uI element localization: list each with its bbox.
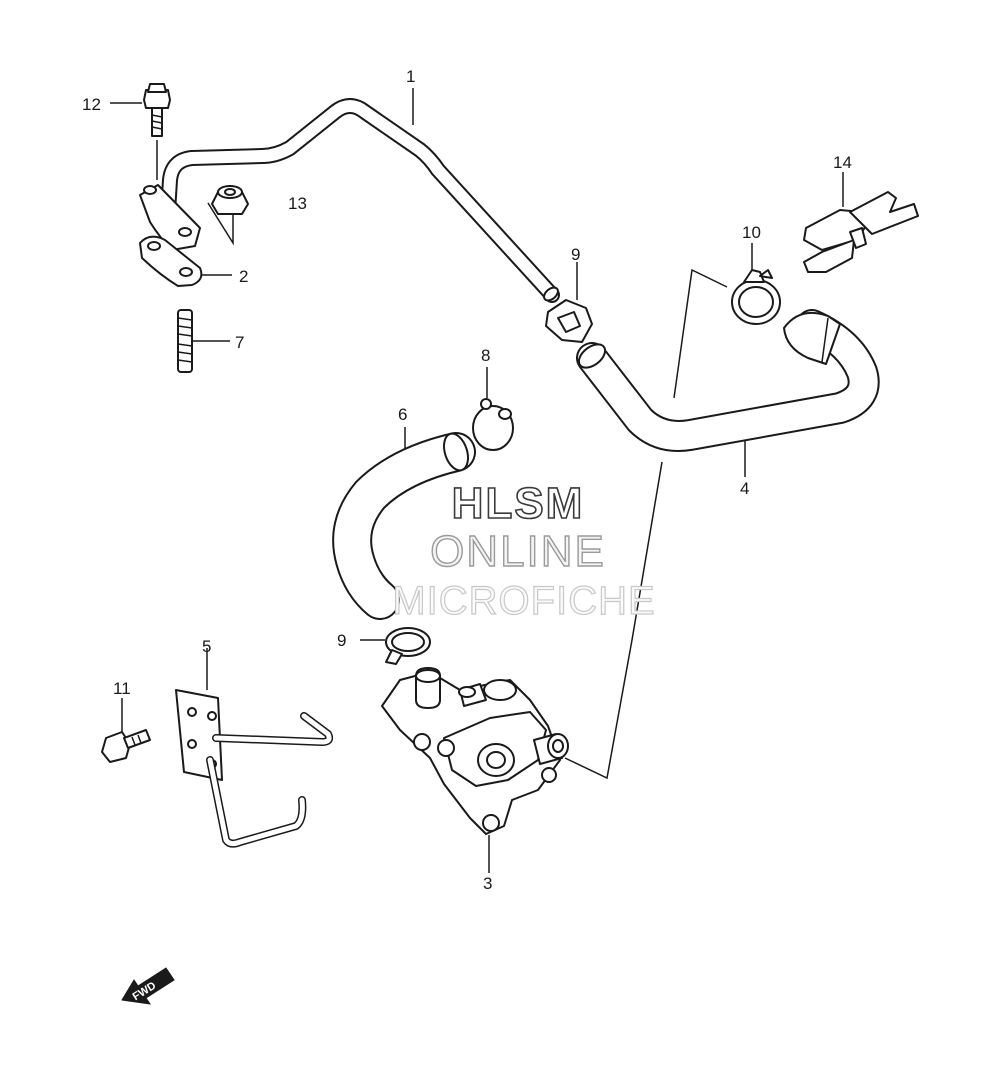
callout-10: 10 [742, 223, 761, 242]
fwd-direction-arrow: FWD [121, 967, 175, 1005]
callout-14: 14 [833, 153, 852, 172]
nut-part-13 [211, 185, 249, 215]
clamp-part-10 [731, 269, 781, 325]
bolt-part-12 [143, 83, 171, 180]
hose-part-6 [332, 432, 476, 620]
callout-12: 12 [82, 95, 101, 114]
callout-13: 13 [288, 194, 307, 213]
callout-1: 1 [406, 67, 415, 86]
callout-3: 3 [483, 874, 492, 893]
clamp-part-9-lower [385, 627, 431, 665]
valve-part-3 [381, 667, 569, 835]
leader-lines [110, 88, 844, 873]
callout-11: 11 [113, 679, 131, 698]
gasket-part-2 [139, 184, 203, 287]
watermark: HLSM ONLINE MICROFICHE [392, 478, 656, 623]
watermark-line-1: HLSM [452, 479, 585, 528]
bracket-part-5 [175, 689, 334, 848]
watermark-line-2: ONLINE [430, 527, 606, 576]
callout-9-upper: 9 [571, 245, 580, 264]
callout-2: 2 [239, 267, 248, 286]
bolt-part-11 [101, 729, 151, 763]
clip-part-14 [803, 191, 919, 273]
callout-9-lower: 9 [337, 631, 346, 650]
hose-part-4 [576, 309, 880, 452]
callout-4: 4 [740, 479, 749, 498]
cap-part-8 [472, 398, 514, 451]
callout-labels: 1 12 13 2 7 9 8 6 10 14 4 9 5 11 3 [82, 67, 852, 893]
pipe-part-1 [160, 98, 560, 303]
clamp-part-9-upper [545, 299, 593, 343]
watermark-line-3: MICROFICHE [392, 579, 655, 623]
callout-7: 7 [235, 333, 244, 352]
callout-5: 5 [202, 637, 211, 656]
callout-8: 8 [481, 346, 490, 365]
callout-6: 6 [398, 405, 407, 424]
stud-part-7 [177, 309, 193, 373]
